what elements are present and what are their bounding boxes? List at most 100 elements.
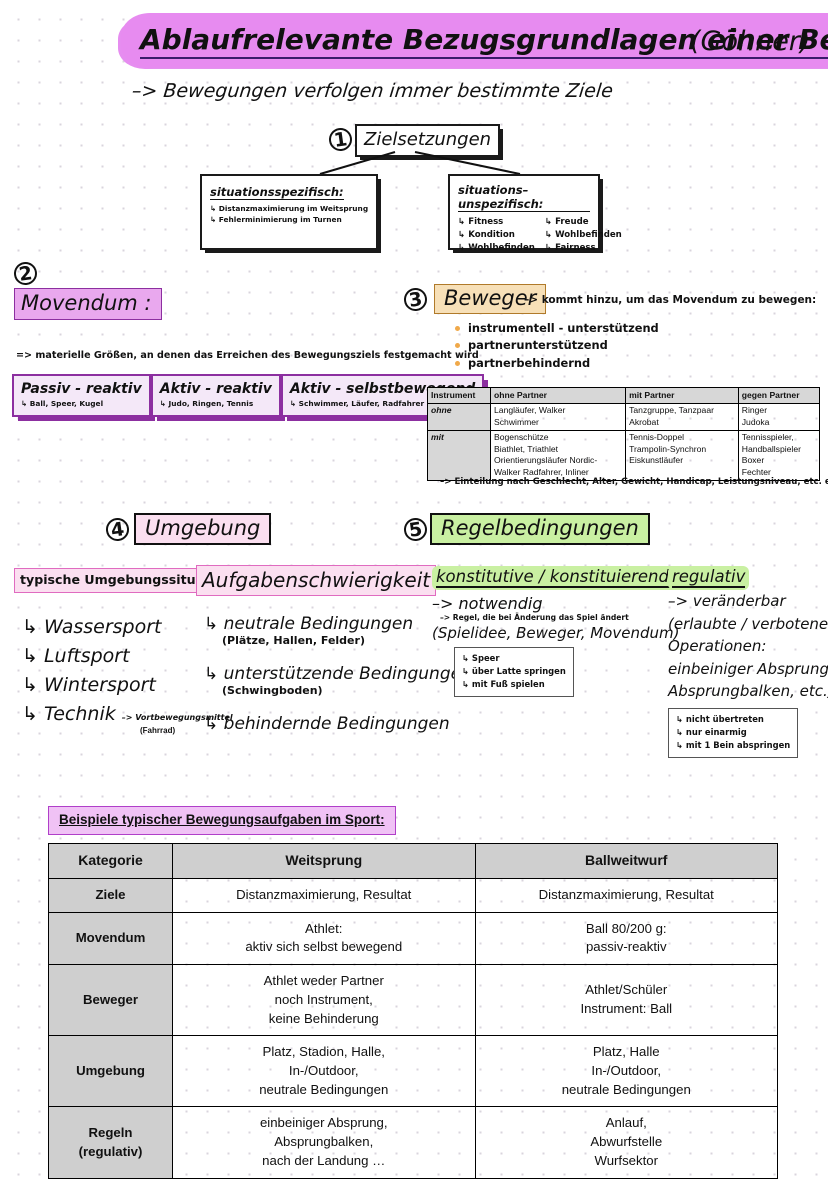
page-subtitle: –> Bewegungen verfolgen immer bestimmte … (130, 80, 615, 102)
section-3-number: 3 (402, 286, 429, 313)
konstitutive-title: konstitutive / konstituierende (436, 567, 680, 588)
section-5-heading-text: Regelbedingungen (441, 516, 639, 540)
column-header: ohne Partner (490, 387, 627, 404)
regulativ-line: Operationen: (668, 637, 767, 655)
table-cell: Athlet weder Partner noch Instrument, ke… (172, 964, 476, 1037)
list-item: ↳ Wintersport (22, 674, 156, 696)
column-header: gegen Partner (737, 387, 821, 404)
column-header: Ballweitwurf (474, 843, 778, 879)
table-row: Movendum Athlet: aktiv sich selbst beweg… (48, 911, 778, 966)
row-category: Movendum (48, 911, 173, 966)
konstitutive-highlight: konstitutive / konstituierende (432, 566, 684, 590)
regulativ-line: (erlaubte / verbotene (668, 614, 828, 633)
table-cell: Ringer Judoka (737, 402, 821, 431)
section-1-left-item: ↳ Distanzmaximierung im Weitsprung (210, 204, 369, 213)
section-4-sub1-text: typische Umgebungssituationen (20, 572, 250, 587)
instrument-table-note: –> Einteilung nach Geschlecht, Alter, Ge… (440, 477, 828, 487)
technik-note-2: (Fahrrad) (140, 726, 176, 735)
list-item: ↳ nur einarmig (676, 726, 747, 737)
table-header-row: Instrument ohne Partner mit Partner gege… (426, 387, 821, 404)
list-item: ↳ mit Fuß spielen (462, 679, 545, 690)
section-1-right-item: ↳ Wohlbefinden (544, 229, 622, 240)
row-category: Beweger (48, 964, 173, 1037)
movendum-box-examples: ↳ Ball, Speer, Kugel (21, 399, 104, 408)
technik-note: –> Vortbewegungsmittel (121, 713, 233, 722)
list-item: ↳ Speer (462, 653, 500, 663)
section-1-heading-box: Zielsetzungen (355, 124, 501, 157)
section-4-sub2-heading: Aufgabenschwierigkeit (196, 565, 437, 596)
section-1-right-item: ↳ Fitness (458, 217, 504, 227)
section-1-heading-text: Zielsetzungen (364, 129, 492, 150)
table-row: Umgebung Platz, Stadion, Halle, In-/Outd… (48, 1035, 778, 1108)
table-row: ohne Langläufer, Walker Schwimmer Tanzgr… (426, 402, 821, 431)
movendum-box: Passiv - reaktiv ↳ Ball, Speer, Kugel (12, 374, 151, 417)
row-category: Umgebung (48, 1035, 173, 1108)
list-item: ↳ mit 1 Bein abspringen (676, 739, 791, 750)
section-2-box-row: Passiv - reaktiv ↳ Ball, Speer, Kugel Ak… (12, 374, 485, 417)
table-cell: Langläufer, Walker Schwimmer (490, 402, 627, 431)
konstitutive-examples-box: ↳ Speer ↳ über Latte springen ↳ mit Fuß … (454, 647, 574, 698)
movendum-box-examples: ↳ Schwimmer, Läufer, Radfahrer (289, 399, 425, 408)
konstitutive-line-1: –> notwendig (432, 594, 543, 613)
column-header: Instrument (426, 387, 492, 404)
section-3-arrow-text: –> kommt hinzu, um das Movendum zu beweg… (524, 294, 817, 306)
list-item: instrumentell - unterstützend (455, 320, 659, 337)
regulativ-line: –> veränderbar (668, 592, 786, 610)
section-4-sub2-list: ↳ neutrale Bedingungen (Plätze, Hallen, … (204, 614, 472, 751)
instrument-partner-table: Instrument ohne Partner mit Partner gege… (426, 387, 821, 481)
row-label: mit (426, 429, 492, 481)
table-cell: Tennisspieler, Handballspieler Boxer Fec… (737, 429, 821, 481)
section-5-heading-box: Regelbedingungen (430, 513, 650, 545)
title-author: (Göhner) (690, 26, 811, 57)
title-highlight: Ablaufrelevante Bezugsgrundlagen einer B… (126, 18, 828, 63)
section-1-right-box: situations–unspezifisch: ↳ Fitness ↳ Kon… (448, 174, 622, 253)
list-item: ↳ über Latte springen (462, 666, 566, 677)
section-4-sub1-list: ↳ Wassersport ↳ Luftsport ↳ Wintersport … (22, 616, 233, 735)
table-header-row: Kategorie Weitsprung Ballweitwurf (48, 843, 778, 879)
list-item: ↳ behindernde Bedingungen (204, 714, 450, 734)
section-1-right-item: ↳ Fairness (544, 242, 596, 253)
movendum-box-title: Aktiv - reaktiv (159, 381, 272, 397)
section-4-heading-text: Umgebung (145, 516, 261, 540)
table-cell: Tanzgruppe, Tanzpaar Akrobat (625, 402, 739, 431)
section-4-sub2-text: Aufgabenschwierigkeit (202, 568, 431, 592)
table-cell: Distanzmaximierung, Resultat (474, 877, 778, 913)
bottom-section-title-text: Beispiele typischer Bewegungsaufgaben im… (59, 812, 385, 827)
table-cell: Platz, Stadion, Halle, In-/Outdoor, neut… (172, 1035, 476, 1108)
section-1-left-item: ↳ Fehlerminimierung im Turnen (210, 214, 342, 224)
table-cell: Distanzmaximierung, Resultat (172, 877, 476, 913)
table-row: Beweger Athlet weder Partner noch Instru… (48, 964, 778, 1037)
row-category: Regeln (regulativ) (48, 1106, 173, 1179)
section-5-column-konstitutive: konstitutive / konstituierende –> notwen… (432, 566, 684, 698)
section-2-heading-text: Movendum : (21, 291, 152, 315)
section-3-heading-box: Beweger (434, 284, 547, 314)
movendum-box-title: Passiv - reaktiv (21, 381, 142, 397)
regulativ-line: einbeiniger Absprung, (668, 659, 828, 678)
section-1-left-heading: situationsspezifisch: (210, 185, 344, 200)
regulativ-title: regulativ (672, 567, 746, 588)
column-header: Weitsprung (172, 843, 476, 879)
section-1-left-box: situationsspezifisch: ↳ Distanzmaximieru… (200, 174, 378, 250)
list-item: partnerunterstützend (455, 337, 659, 354)
table-cell: Tennis-Doppel Trampolin-Synchron Eiskuns… (625, 429, 739, 481)
section-5-number: 5 (402, 516, 429, 543)
section-1-right-item: ↳ Freude (544, 217, 589, 227)
row-category: Ziele (48, 877, 173, 913)
section-2-definition: => materielle Größen, an denen das Errei… (16, 350, 479, 361)
regulativ-examples-box: ↳ nicht übertreten ↳ nur einarmig ↳ mit … (668, 707, 799, 758)
table-cell: Bogenschütze Biathlet, Triathlet Orienti… (490, 429, 627, 481)
examples-table: Kategorie Weitsprung Ballweitwurf Ziele … (48, 843, 778, 1179)
table-cell: Athlet/Schüler Instrument: Ball (474, 964, 778, 1037)
row-label: ohne (426, 402, 492, 431)
section-1-number: 1 (327, 126, 354, 153)
section-4-number: 4 (104, 516, 131, 543)
list-item: ↳ unterstützende Bedingungen (Schwingbod… (204, 664, 472, 697)
section-4-heading-box: Umgebung (134, 513, 272, 545)
list-item: ↳ nicht übertreten (676, 713, 764, 724)
konstitutive-line-3: (Spielidee, Beweger, Movendum) (432, 624, 680, 642)
table-row: mit Bogenschütze Biathlet, Triathlet Ori… (426, 429, 821, 481)
section-2-heading-box: Movendum : (14, 288, 163, 320)
table-row: Regeln (regulativ) einbeiniger Absprung,… (48, 1106, 778, 1179)
movendum-box-examples: ↳ Judo, Ringen, Tennis (159, 399, 254, 408)
section-1-right-item: ↳ Kondition (458, 229, 515, 240)
